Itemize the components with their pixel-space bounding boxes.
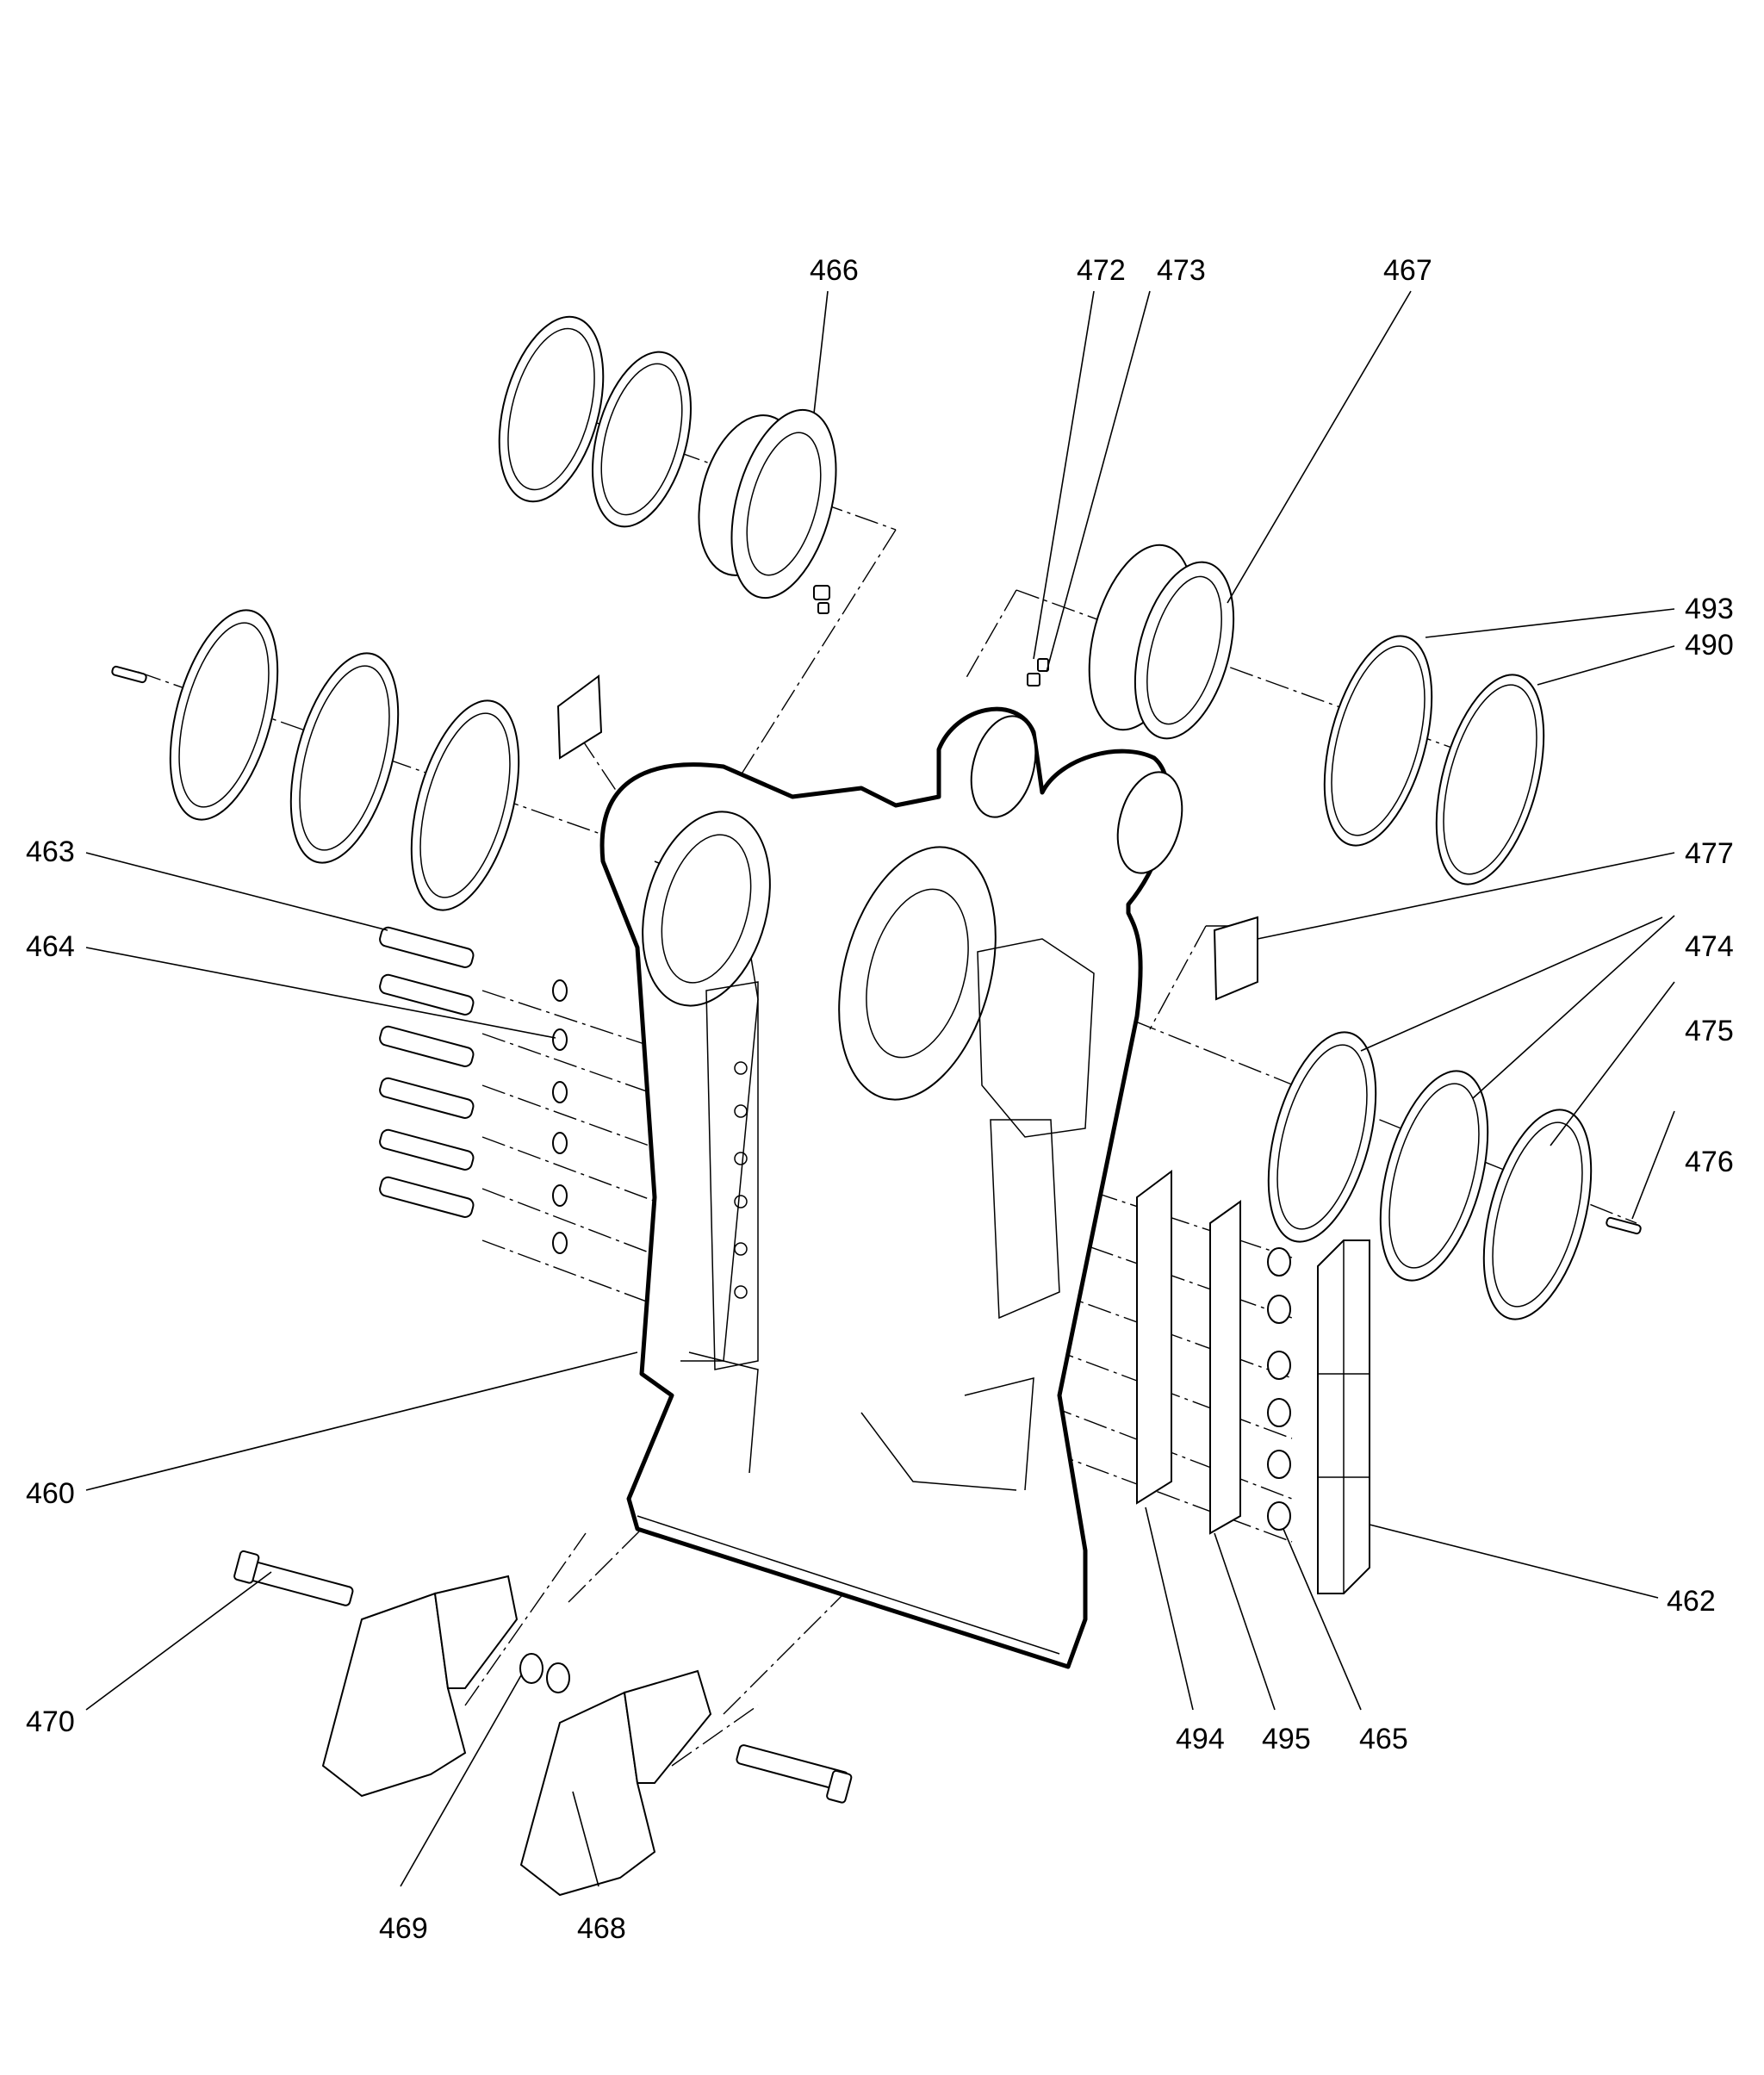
tooth-left xyxy=(321,1575,519,1798)
tooth-468 xyxy=(519,1669,712,1897)
left-ring-set xyxy=(111,609,520,911)
shim-plates xyxy=(1136,1170,1241,1535)
callout-465: 465 xyxy=(1359,1723,1408,1755)
main-frame-460 xyxy=(599,706,1183,1669)
callout-469: 469 xyxy=(379,1912,428,1945)
callout-490: 490 xyxy=(1685,629,1734,662)
callout-466: 466 xyxy=(810,254,859,287)
decal-477 xyxy=(1213,916,1258,1001)
callout-477: 477 xyxy=(1685,837,1734,870)
spacers-465 xyxy=(1267,1247,1291,1531)
leader-lines xyxy=(85,290,1675,1887)
bolt-right xyxy=(736,1744,853,1804)
cap-screws-463 xyxy=(379,926,475,1218)
callout-493: 493 xyxy=(1685,593,1734,625)
callout-467: 467 xyxy=(1383,254,1432,287)
callout-464: 464 xyxy=(26,930,75,963)
callout-473: 473 xyxy=(1157,254,1206,287)
callout-472: 472 xyxy=(1077,254,1126,287)
bushing-467 xyxy=(1027,544,1235,740)
callout-476: 476 xyxy=(1685,1146,1734,1178)
callout-462: 462 xyxy=(1667,1585,1716,1618)
callout-494: 494 xyxy=(1176,1723,1225,1755)
decal-left xyxy=(556,674,603,760)
callout-460: 460 xyxy=(26,1477,75,1510)
callout-470: 470 xyxy=(26,1705,75,1738)
callout-labels: 466 472 473 467 493 490 477 474 475 476 … xyxy=(26,254,1734,1945)
callout-463: 463 xyxy=(26,836,75,868)
callout-495: 495 xyxy=(1262,1723,1311,1755)
bolt-470 xyxy=(233,1550,354,1606)
nuts-469 xyxy=(519,1653,570,1693)
upper-left-ring-set xyxy=(498,315,692,528)
callout-468: 468 xyxy=(577,1912,626,1945)
callout-474: 474 xyxy=(1685,930,1734,963)
washers-464 xyxy=(552,979,568,1254)
shim-rings-493-490 xyxy=(1323,635,1545,885)
right-ring-set xyxy=(1267,1031,1642,1320)
callout-475: 475 xyxy=(1685,1015,1734,1047)
wear-plate-462 xyxy=(1317,1239,1370,1594)
bushing-466 xyxy=(698,408,837,614)
